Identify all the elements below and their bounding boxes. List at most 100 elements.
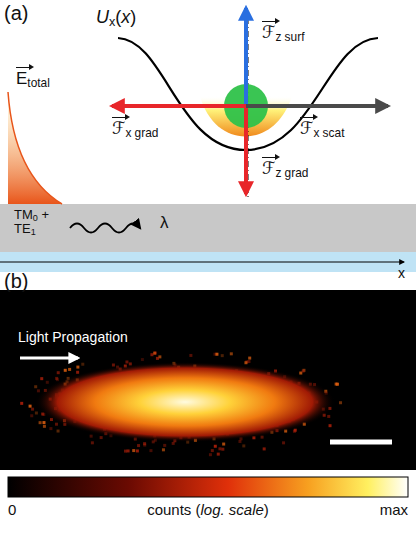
speckle-dot xyxy=(76,366,79,369)
force-label: ℱx grad xyxy=(112,120,158,139)
speckle-dot xyxy=(335,383,338,386)
field-curve xyxy=(8,92,62,204)
speckle-dot xyxy=(20,402,23,405)
vector-arrow xyxy=(262,21,278,22)
speckle-dot xyxy=(55,423,58,426)
speckle-dot xyxy=(100,436,103,439)
vector-arrow xyxy=(16,67,32,68)
propagation-arrow xyxy=(20,357,78,360)
image-background xyxy=(0,290,416,470)
force-label: ℱz grad xyxy=(262,160,308,179)
speckle-dot xyxy=(29,405,32,408)
speckle-dot xyxy=(215,353,218,356)
speckle-dot xyxy=(132,449,135,452)
speckle-dot xyxy=(43,425,46,428)
x-axis xyxy=(0,262,404,263)
vector-arrow xyxy=(262,157,278,158)
speckle-dot xyxy=(244,361,247,364)
vector-arrow xyxy=(112,117,128,118)
speckle-dot xyxy=(57,430,60,433)
speckle-dot xyxy=(163,444,166,447)
speckle-dot xyxy=(238,440,241,443)
panel-label: (a) xyxy=(4,2,28,24)
speckle-dot xyxy=(143,442,146,445)
speckle-dot xyxy=(327,415,330,418)
speckle xyxy=(20,352,342,457)
speckle-dot xyxy=(37,389,40,392)
speckle-dot xyxy=(57,371,60,374)
speckle-dot xyxy=(217,453,220,456)
speckle-dot xyxy=(34,385,37,388)
force-label: ℱz surf xyxy=(262,24,304,43)
waveguide xyxy=(0,204,416,252)
speckle-dot xyxy=(42,421,45,424)
vector-arrow xyxy=(300,117,316,118)
substrate xyxy=(0,252,416,272)
speckle-dot xyxy=(141,358,144,361)
speckle-dot xyxy=(339,401,342,404)
speckle-dot xyxy=(302,369,305,372)
speckle-dot xyxy=(64,369,67,372)
speckle-dot xyxy=(136,449,139,452)
speckle-dot xyxy=(162,448,165,451)
speckle-dot xyxy=(263,447,266,450)
propagation-label: Light Propagation xyxy=(18,330,128,345)
speckle-dot xyxy=(172,442,175,445)
speckle-dot xyxy=(302,370,305,373)
speckle-dot xyxy=(211,449,214,452)
speckle-dot xyxy=(76,371,79,374)
speckle-dot xyxy=(35,411,38,414)
speckle-dot xyxy=(242,444,245,447)
colorbar xyxy=(8,477,408,497)
guided-wave xyxy=(70,224,140,233)
speckle-dot xyxy=(329,424,332,427)
speckle-dot xyxy=(209,453,212,456)
speckle-dot xyxy=(282,441,285,444)
speckle-dot xyxy=(55,377,58,380)
speckle-dot xyxy=(214,445,217,448)
speckle-dot xyxy=(189,354,192,357)
colorbar-title: counts (log. scale) xyxy=(147,502,269,519)
speckle-dot xyxy=(137,444,140,447)
speckle-dot xyxy=(149,449,152,452)
speckle-dot xyxy=(49,427,52,430)
speckle-dot xyxy=(127,449,130,452)
speckle-dot xyxy=(40,377,43,380)
force-label: ℱx scat xyxy=(300,120,344,139)
force-arrow xyxy=(244,8,248,106)
speckle-dot xyxy=(90,435,93,438)
speckle-dot xyxy=(221,448,224,451)
evanescent-field xyxy=(8,92,62,204)
force-arrow xyxy=(244,106,248,194)
speckle-dot xyxy=(153,352,156,355)
axis-label: x xyxy=(398,266,405,281)
speckle-dot xyxy=(150,353,153,356)
field-label: Etotal xyxy=(16,70,50,89)
scale-bar xyxy=(330,440,392,445)
wavelength-label: λ xyxy=(160,214,169,233)
speckle-dot xyxy=(222,443,225,446)
speckle-dot xyxy=(124,450,127,453)
colorbar-min: 0 xyxy=(8,502,16,519)
speckle-dot xyxy=(247,360,250,363)
speckle-dot xyxy=(91,441,94,444)
particle-distribution xyxy=(35,362,335,442)
potential-label: Ux(x) xyxy=(96,8,136,28)
speckle-dot xyxy=(248,357,251,360)
mode-label: TM0 + TE1 xyxy=(14,208,62,237)
speckle-dot xyxy=(230,352,233,355)
speckle-dot xyxy=(218,447,221,450)
speckle-dot xyxy=(46,381,49,384)
colorbar-max: max xyxy=(380,502,408,519)
speckle-dot xyxy=(154,352,157,355)
speckle-dot xyxy=(125,360,128,363)
panel-label: (b) xyxy=(4,270,28,292)
speckle-dot xyxy=(30,414,33,417)
speckle-dot xyxy=(31,408,34,411)
speckle-dot xyxy=(156,357,159,360)
speckle-dot xyxy=(39,421,42,424)
speckle-dot xyxy=(112,363,115,366)
force-arrow xyxy=(246,104,388,108)
force-arrow xyxy=(112,104,246,108)
